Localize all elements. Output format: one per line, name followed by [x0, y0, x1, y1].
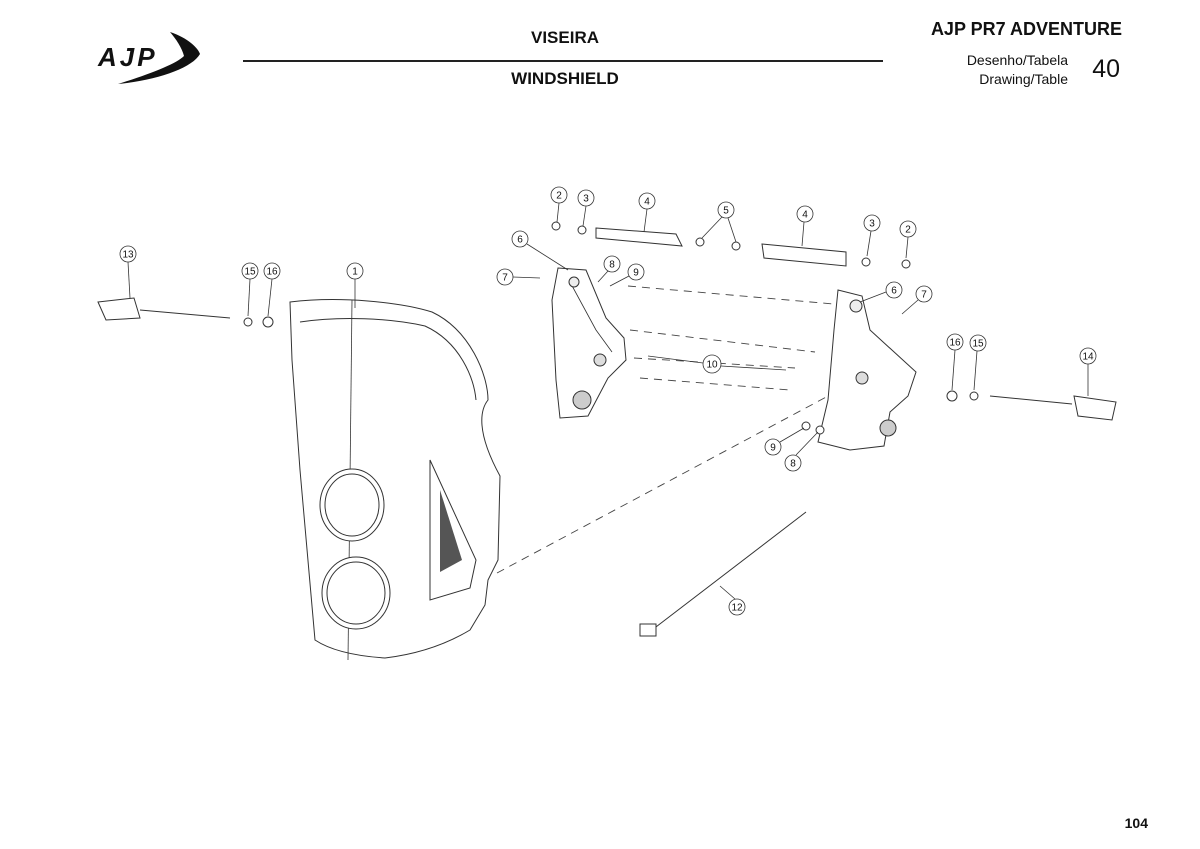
callout-7-right: 7 — [901, 285, 933, 315]
assembly-dash-lines — [496, 285, 846, 574]
callout-12: 12 — [719, 585, 746, 616]
page-number: 104 — [1124, 815, 1148, 831]
callout-9-right-label: 9 — [770, 443, 776, 454]
callout-3: 3 — [577, 189, 595, 227]
callout-15-left-label: 15 — [244, 267, 256, 278]
callout-9: 9 — [609, 263, 645, 287]
callout-3-right-label: 3 — [869, 219, 875, 230]
callout-16-right: 16 — [946, 333, 964, 391]
callout-7-label: 7 — [502, 273, 508, 284]
right-bracket-part — [817, 289, 917, 451]
left-bracket-part — [551, 267, 627, 419]
callouts: 1 2 3 4 5 6 7 8 9 10 12 13 14 15 16 — [119, 186, 1097, 616]
callout-9-label: 9 — [633, 268, 639, 279]
callout-16-right-label: 16 — [949, 338, 961, 349]
callout-4-label: 4 — [644, 197, 650, 208]
callout-13: 13 — [119, 245, 137, 299]
callout-1-label: 1 — [352, 267, 358, 278]
callout-5-label: 5 — [723, 206, 729, 217]
model-name: AJP PR7 ADVENTURE — [930, 19, 1122, 39]
drawing-label-en: Drawing/Table — [979, 71, 1068, 87]
callout-10: 10 — [647, 354, 787, 374]
callout-13-label: 13 — [122, 250, 134, 261]
callout-5: 5 — [701, 201, 737, 243]
callout-15-left: 15 — [241, 262, 259, 317]
title-pt: VISEIRA — [530, 28, 600, 47]
callout-8: 8 — [597, 255, 621, 283]
callout-16-left-label: 16 — [266, 267, 278, 278]
callout-3-right: 3 — [863, 214, 881, 257]
callout-4: 4 — [638, 192, 656, 233]
callout-12-label: 12 — [731, 603, 743, 614]
title-divider — [243, 60, 883, 62]
callout-2-right: 2 — [899, 220, 917, 259]
ajp-logo: AJP — [97, 32, 200, 84]
windshield-part — [289, 299, 501, 661]
title-en: WINDSHIELD — [511, 69, 619, 88]
drawing-number: 40 — [1092, 55, 1120, 83]
callout-8-label: 8 — [609, 260, 615, 271]
callout-14: 14 — [1079, 347, 1097, 396]
callout-15-right-label: 15 — [972, 339, 984, 350]
callout-14-label: 14 — [1082, 352, 1094, 363]
callout-6-right-label: 6 — [891, 286, 897, 297]
spacer-parts — [595, 227, 847, 267]
callout-16-left: 16 — [263, 262, 281, 317]
callout-6: 6 — [511, 230, 569, 271]
callout-4-right-label: 4 — [802, 210, 808, 221]
callout-6-right: 6 — [859, 281, 903, 303]
drawing-table-label: Desenho/Tabela Drawing/Table — [967, 51, 1068, 89]
callout-4-right: 4 — [796, 205, 814, 247]
callout-10-label: 10 — [706, 360, 718, 371]
callout-2: 2 — [550, 186, 568, 223]
callout-7-right-label: 7 — [921, 290, 927, 301]
callout-1: 1 — [346, 262, 364, 308]
callout-8-right: 8 — [784, 431, 819, 472]
callout-15-right: 15 — [969, 334, 987, 391]
callout-8-right-label: 8 — [790, 459, 796, 470]
callout-6-label: 6 — [517, 235, 523, 246]
callout-2-right-label: 2 — [905, 225, 911, 236]
callout-9-right: 9 — [764, 427, 805, 456]
callout-3-label: 3 — [583, 194, 589, 205]
hardware-fasteners — [243, 221, 979, 435]
callout-2-label: 2 — [556, 191, 562, 202]
logo-swoosh — [118, 32, 200, 84]
indicator-parts — [97, 297, 1117, 421]
logo-text: AJP — [97, 42, 158, 72]
callout-7: 7 — [496, 268, 541, 286]
drawing-label-pt: Desenho/Tabela — [966, 52, 1068, 68]
wire-harness-part — [639, 511, 807, 637]
